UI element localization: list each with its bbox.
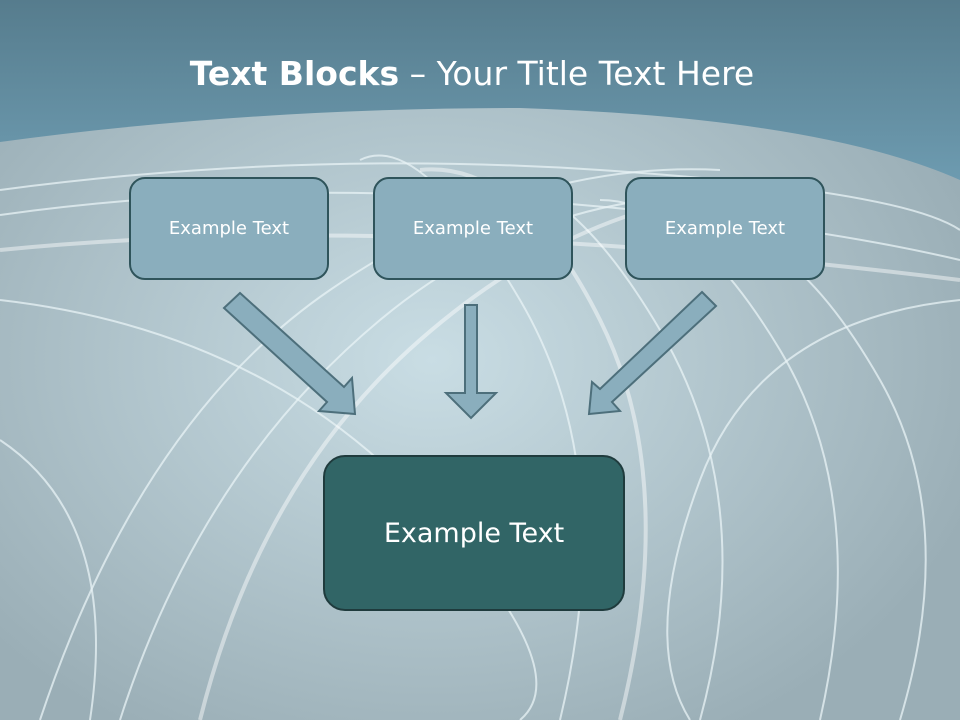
text-block-top-middle[interactable]: Example Text [373, 177, 573, 280]
text-block-top-right-label: Example Text [664, 218, 786, 239]
text-block-top-left[interactable]: Example Text [129, 177, 329, 280]
text-block-top-left-label: Example Text [168, 218, 290, 239]
title-separator: – [399, 54, 437, 93]
slide-title: Text Blocks – Your Title Text Here [0, 54, 944, 93]
text-block-center[interactable]: Example Text [323, 455, 625, 611]
text-block-top-middle-label: Example Text [412, 218, 534, 239]
title-rest: Your Title Text Here [436, 54, 755, 93]
text-block-center-label: Example Text [383, 517, 565, 549]
title-bold-part: Text Blocks [189, 54, 400, 93]
text-block-top-right[interactable]: Example Text [625, 177, 825, 280]
